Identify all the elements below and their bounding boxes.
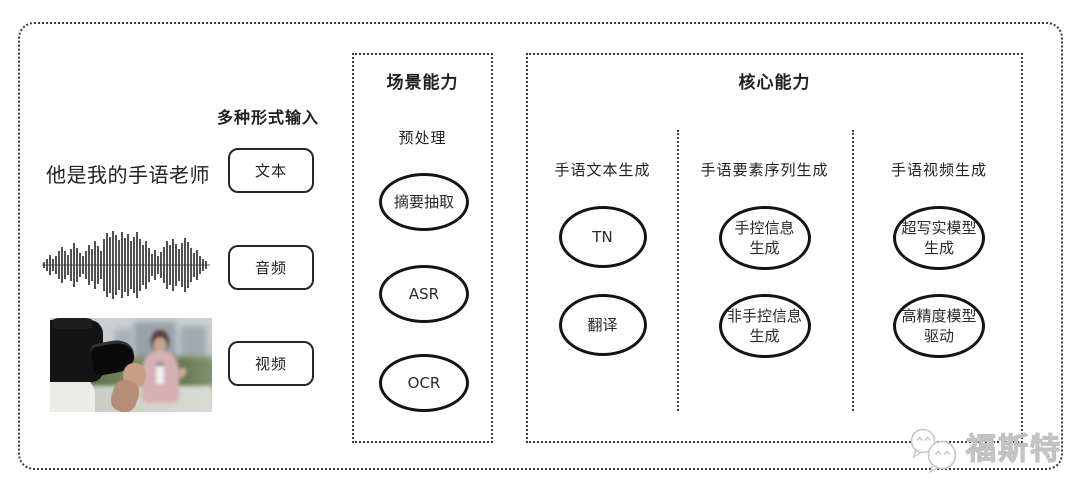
node-label: 翻译 <box>587 316 618 334</box>
reporter-face <box>153 336 167 354</box>
node-label: 生成 <box>749 327 780 345</box>
watermark: 福斯特 <box>906 426 1062 474</box>
node-label: 超写实模型 <box>901 219 977 237</box>
input-type-audio: 音频 <box>228 245 314 290</box>
node-label: 高精度模型 <box>901 307 977 325</box>
scene-capability-box: 场景能力 预处理 摘要抽取 ASR OCR <box>352 53 493 443</box>
input-type-text-label: 文本 <box>254 162 287 180</box>
watermark-text: 福斯特 <box>965 431 1062 467</box>
column-header: 手语文本生成 <box>554 161 651 179</box>
node-label: TN <box>592 228 613 246</box>
photo-building <box>179 325 206 364</box>
core-column-video-generation: 手语视频生成 超写实模型 生成 高精度模型 驱动 <box>852 55 1026 441</box>
column-divider <box>677 130 679 411</box>
core-box-title: 核心能力 <box>738 73 811 93</box>
node-translation: 翻译 <box>558 294 647 356</box>
node-hyperrealistic-model-generation: 超写实模型 生成 <box>893 206 985 270</box>
input-type-video: 视频 <box>228 341 314 386</box>
node-label: OCR <box>407 374 441 392</box>
column-header: 手语要素序列生成 <box>700 161 829 179</box>
node-manual-info-generation: 手控信息 生成 <box>718 206 811 270</box>
scene-box-title: 场景能力 <box>386 73 459 93</box>
node-label: 驱动 <box>923 327 954 345</box>
node-label: 生成 <box>923 239 954 257</box>
microphone-top <box>156 362 165 369</box>
node-high-precision-model-driving: 高精度模型 驱动 <box>893 294 985 358</box>
preprocess-label: 预处理 <box>398 129 447 147</box>
node-label: 生成 <box>749 239 780 257</box>
core-capability-box: 核心能力 手语文本生成 TN 翻译 手语要素序列生成 手控信息 生成 非手控信息… <box>526 53 1023 443</box>
column-header: 手语视频生成 <box>890 161 987 179</box>
column-divider <box>852 130 854 411</box>
input-type-text: 文本 <box>228 148 314 193</box>
input-type-video-label: 视频 <box>254 355 287 373</box>
node-ocr: OCR <box>379 354 469 412</box>
audio-waveform-icon <box>42 231 210 299</box>
node-asr: ASR <box>379 265 469 323</box>
node-label: 手控信息 <box>734 219 795 237</box>
diagram-outer-frame <box>18 22 1063 470</box>
node-label: 非手控信息 <box>726 307 802 325</box>
core-column-text-generation: 手语文本生成 TN 翻译 <box>528 55 677 441</box>
camera-top <box>53 318 93 330</box>
input-section-label: 多种形式输入 <box>217 108 320 127</box>
node-label: ASR <box>408 285 440 303</box>
node-tn: TN <box>558 206 647 268</box>
chat-bubbles-logo-icon <box>910 428 957 474</box>
node-summary-extraction: 摘要抽取 <box>379 173 469 231</box>
photo-reporter <box>136 330 188 412</box>
core-column-element-sequence: 手语要素序列生成 手控信息 生成 非手控信息 生成 <box>677 55 852 441</box>
text-input-sample: 他是我的手语老师 <box>46 163 210 187</box>
input-type-audio-label: 音频 <box>254 259 287 277</box>
node-non-manual-info-generation: 非手控信息 生成 <box>718 294 811 358</box>
node-label: 摘要抽取 <box>393 193 454 211</box>
video-thumbnail <box>50 318 212 412</box>
microphone <box>156 365 165 385</box>
